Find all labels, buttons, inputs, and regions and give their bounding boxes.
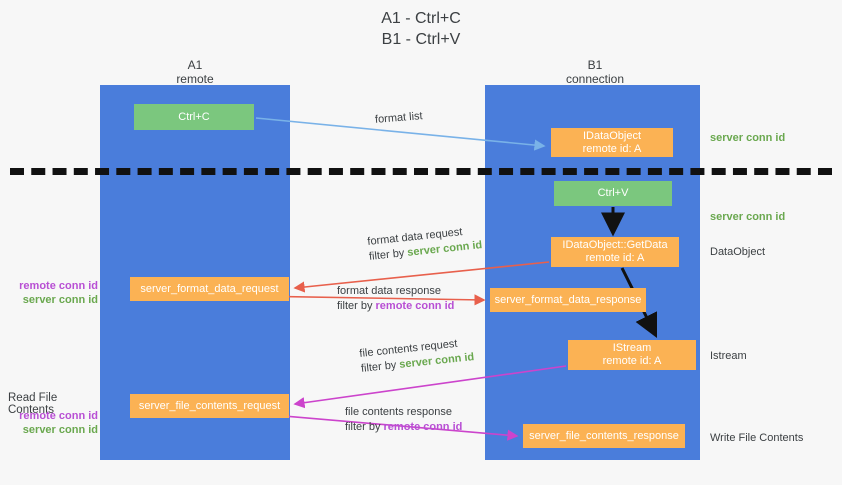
- edge-label-format-data-response-filter: filter by remote conn id: [337, 299, 454, 314]
- box-istream-subtitle: remote id: A: [602, 355, 662, 367]
- lane-header-b1-sub: connection: [565, 72, 625, 86]
- annotation-dataobject: DataObject: [710, 246, 766, 258]
- lane-header-a1-name: A1: [187, 58, 203, 72]
- annotation-conn-ids-lower: remote conn id server conn id: [8, 409, 98, 437]
- box-server-file-contents-response[interactable]: server_file_contents_response: [523, 424, 685, 448]
- edge-label-format-data-response-title: format data response: [337, 285, 441, 297]
- filter-value-remote-conn-id: remote conn id: [383, 421, 463, 433]
- box-idataobject-title: IDataObject: [582, 129, 642, 142]
- box-server-format-data-response-label: server_format_data_response: [494, 293, 642, 306]
- edge-label-file-contents-request: file contents request filter by server c…: [359, 335, 475, 377]
- annotation-read-file-contents: Read File Contents: [8, 392, 58, 416]
- box-getdata-title: IDataObject::GetData: [562, 239, 668, 251]
- diagram-title: A1 - Ctrl+C B1 - Ctrl+V: [0, 8, 842, 50]
- box-ctrl-c-label: Ctrl+C: [178, 110, 210, 123]
- edge-label-format-data-request: format data request filter by server con…: [367, 223, 483, 265]
- box-getdata-subtitle: remote id: A: [585, 252, 645, 264]
- box-ctrl-v-label: Ctrl+V: [597, 187, 629, 199]
- box-idataobject-subtitle: remote id: A: [582, 142, 642, 155]
- edge-label-format-data-response: format data response filter by remote co…: [337, 284, 454, 314]
- filter-prefix: filter by: [345, 421, 384, 433]
- box-ctrl-c[interactable]: Ctrl+C: [134, 104, 254, 130]
- annotation-conn-ids-upper: remote conn id server conn id: [8, 279, 98, 307]
- box-istream-title: IStream: [612, 342, 652, 354]
- lane-header-b1-name: B1: [587, 58, 603, 72]
- box-server-format-data-request-label: server_format_data_request: [140, 282, 279, 295]
- box-idataobject-getdata[interactable]: IDataObject::GetData remote id: A: [551, 237, 679, 267]
- edge-label-file-contents-response-title: file contents response: [345, 406, 453, 418]
- annotation-write-file-contents: Write File Contents: [710, 432, 804, 444]
- edge-label-file-contents-response: file contents response filter by remote …: [345, 405, 462, 435]
- box-istream[interactable]: IStream remote id: A: [568, 340, 696, 370]
- box-ctrl-v[interactable]: Ctrl+V: [554, 181, 672, 206]
- edge-label-file-contents-response-filter: filter by remote conn id: [345, 420, 462, 435]
- box-server-file-contents-response-label: server_file_contents_response: [529, 429, 679, 442]
- annotation-server-conn-id-mid: server conn id: [710, 211, 786, 223]
- filter-prefix: filter by: [368, 246, 408, 263]
- edge-label-format-list: format list: [374, 110, 424, 126]
- title-line-1: A1 - Ctrl+C: [381, 10, 461, 27]
- phase-divider: [10, 168, 832, 175]
- box-server-file-contents-request-label: server_file_contents_request: [138, 399, 281, 412]
- annotation-server-conn-id-lower: server conn id: [22, 424, 98, 436]
- annotation-server-conn-id-upper: server conn id: [22, 294, 98, 306]
- title-line-2: B1 - Ctrl+V: [381, 31, 461, 48]
- box-server-format-data-request[interactable]: server_format_data_request: [130, 277, 289, 301]
- filter-prefix: filter by: [360, 358, 400, 375]
- box-idataobject[interactable]: IDataObject remote id: A: [551, 128, 673, 157]
- box-server-format-data-response[interactable]: server_format_data_response: [490, 288, 646, 312]
- annotation-server-conn-id-top: server conn id: [710, 132, 786, 144]
- lane-header-b1: B1 connection: [520, 58, 670, 86]
- lane-header-a1: A1 remote: [120, 58, 270, 86]
- lane-header-a1-sub: remote: [176, 72, 214, 86]
- filter-prefix: filter by: [337, 300, 376, 312]
- annotation-remote-conn-id-upper: remote conn id: [19, 280, 98, 292]
- box-server-file-contents-request[interactable]: server_file_contents_request: [130, 394, 289, 418]
- filter-value-remote-conn-id: remote conn id: [375, 300, 455, 312]
- annotation-remote-conn-id-lower: remote conn id: [19, 410, 98, 422]
- annotation-istream: Istream: [710, 350, 747, 362]
